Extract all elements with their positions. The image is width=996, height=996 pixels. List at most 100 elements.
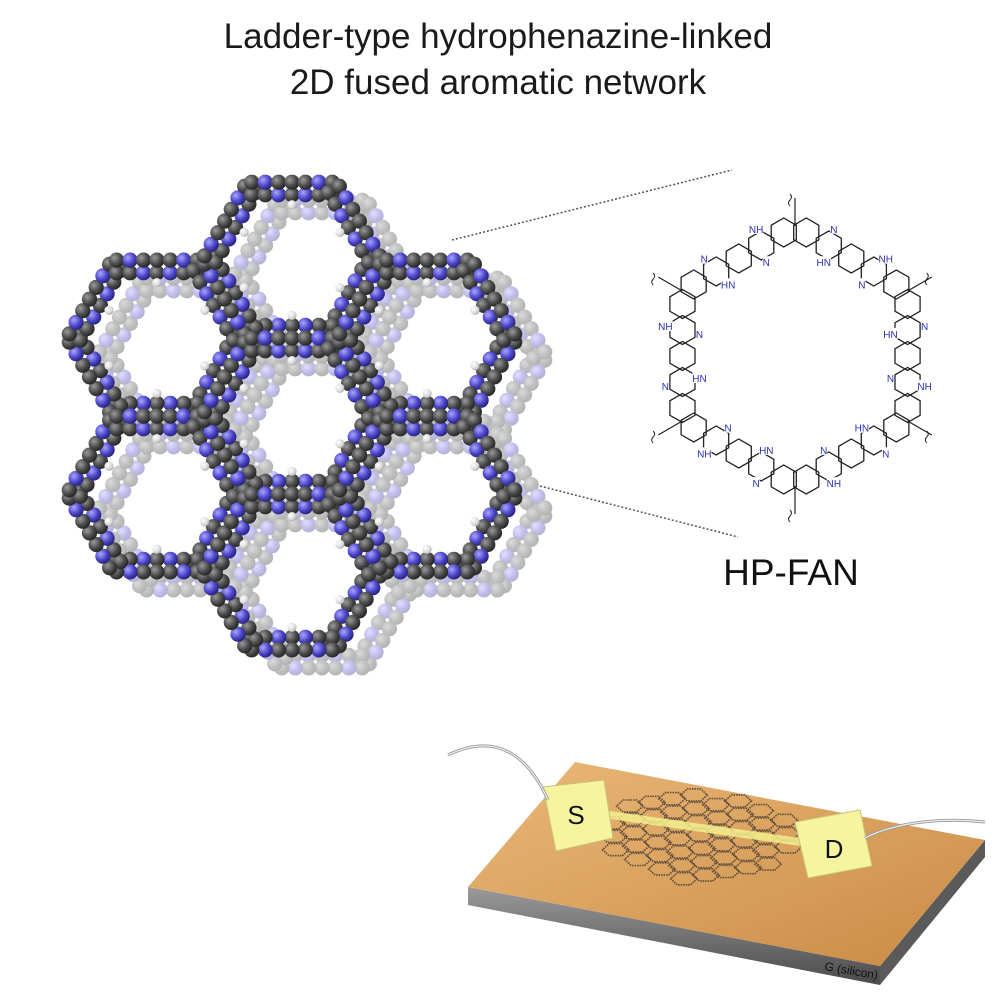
carbon-atom bbox=[217, 525, 233, 541]
carbon-atom bbox=[149, 551, 165, 567]
nitrogen-atom bbox=[368, 644, 384, 660]
carbon-atom bbox=[247, 543, 263, 559]
hydrogen-atom bbox=[335, 439, 345, 449]
aromatic-ring bbox=[894, 392, 921, 424]
nitrogen-atom bbox=[395, 442, 411, 458]
nitrogen-atom bbox=[406, 421, 422, 437]
nitrogen-atom bbox=[162, 265, 178, 281]
hydrogen-atom bbox=[422, 388, 432, 398]
aromatic-ring bbox=[793, 217, 820, 248]
hydrogen-atom bbox=[422, 278, 432, 288]
nitrogen-atom bbox=[473, 424, 489, 440]
atom-label-bg bbox=[858, 278, 866, 290]
nitrogen-atom bbox=[95, 548, 111, 564]
drain-wire-highlight bbox=[864, 819, 986, 839]
hydrogen-atom bbox=[470, 461, 480, 471]
carbon-atom bbox=[379, 421, 395, 437]
carbon-atom bbox=[358, 381, 374, 397]
nitrogen-atom bbox=[98, 488, 114, 504]
gate-substrate-front bbox=[468, 887, 880, 985]
aromatic-ring bbox=[669, 366, 696, 398]
nitrogen-atom bbox=[500, 502, 516, 518]
drain-electrode bbox=[794, 809, 873, 879]
carbon-atom bbox=[537, 344, 553, 360]
carbon-atom bbox=[507, 482, 523, 498]
hydrogen-atom bbox=[200, 305, 210, 315]
carbon-atom bbox=[61, 326, 77, 342]
carbon-atom bbox=[406, 252, 422, 268]
carbon-atom bbox=[81, 369, 98, 385]
carbon-atom bbox=[244, 499, 260, 515]
nitrogen-atom bbox=[365, 424, 381, 440]
carbon-atom bbox=[284, 317, 300, 333]
hydrogen-atom bbox=[335, 283, 345, 293]
carbon-atom bbox=[88, 381, 104, 397]
hydrogen-atom bbox=[335, 383, 345, 393]
carbon-atom bbox=[284, 174, 300, 190]
carbon-atom bbox=[523, 321, 539, 337]
device-pore-ring bbox=[723, 794, 753, 808]
nitrogen-atom bbox=[95, 424, 111, 440]
carbon-atom bbox=[301, 660, 317, 676]
nitrogen-atom bbox=[297, 343, 313, 359]
nitrogen-atom bbox=[122, 564, 138, 580]
carbon-atom bbox=[176, 551, 192, 567]
carbon-atom bbox=[210, 279, 226, 295]
carbon-atom bbox=[88, 536, 104, 553]
network-continuation-bond bbox=[657, 420, 683, 436]
hydrogen-atom bbox=[287, 356, 297, 366]
carbon-atom bbox=[342, 488, 359, 504]
nitrogen-label: N bbox=[858, 280, 865, 291]
nitrogen-label: N bbox=[752, 479, 759, 490]
aromatic-ring bbox=[669, 340, 696, 372]
carbon-atom bbox=[179, 439, 195, 455]
carbon-atom bbox=[432, 408, 449, 424]
device-pore-ring bbox=[619, 825, 649, 840]
hydrogen-atom bbox=[287, 200, 297, 210]
carbon-atom bbox=[109, 265, 125, 281]
device-pore-ring bbox=[751, 843, 781, 858]
carbon-atom bbox=[75, 303, 91, 319]
device-pore-ring bbox=[647, 862, 677, 876]
nitrogen-atom bbox=[125, 442, 141, 458]
nitrogen-atom bbox=[338, 314, 354, 330]
atom-label-bg bbox=[748, 222, 764, 234]
carbon-atom bbox=[257, 499, 273, 515]
nitrogen-atom bbox=[271, 629, 287, 645]
carbon-atom bbox=[496, 430, 512, 446]
nitrogen-atom bbox=[365, 236, 381, 252]
carbon-atom bbox=[489, 413, 505, 429]
carbon-atom bbox=[345, 459, 361, 475]
channel-strip bbox=[603, 810, 800, 846]
atom-label-bg bbox=[921, 320, 929, 332]
nitrogen-label: N bbox=[830, 225, 837, 236]
carbon-atom bbox=[489, 582, 505, 598]
hydrogen-atom bbox=[239, 539, 249, 549]
hydrogen-atom bbox=[152, 434, 162, 444]
device-pore-ring bbox=[645, 848, 675, 863]
carbon-atom bbox=[459, 395, 475, 411]
carbon-atom bbox=[381, 231, 397, 247]
nitrogen-atom bbox=[338, 626, 354, 642]
aromatic-ring bbox=[894, 288, 921, 320]
nitrogen-atom bbox=[432, 551, 449, 567]
carbon-atom bbox=[149, 408, 165, 424]
carbon-atom bbox=[135, 564, 152, 580]
carbon-atom bbox=[217, 447, 233, 463]
nitrogen-atom bbox=[271, 499, 287, 515]
hydrogen-atom bbox=[152, 544, 162, 555]
nitrogen-label: N bbox=[882, 449, 889, 460]
carbon-atom bbox=[331, 326, 348, 342]
aromatic-ring bbox=[883, 269, 910, 300]
carbon-atom bbox=[466, 412, 482, 428]
carbon-atom bbox=[210, 381, 226, 397]
aromatic-ring bbox=[770, 464, 797, 495]
nitrogen-atom bbox=[446, 408, 462, 424]
carbon-atom bbox=[223, 614, 239, 631]
carbon-atom bbox=[523, 531, 539, 547]
nitrogen-atom bbox=[162, 551, 178, 567]
carbon-atom bbox=[419, 564, 435, 580]
carbon-atom bbox=[345, 513, 361, 529]
carbon-atom bbox=[466, 256, 482, 272]
carbon-atom bbox=[118, 297, 134, 313]
